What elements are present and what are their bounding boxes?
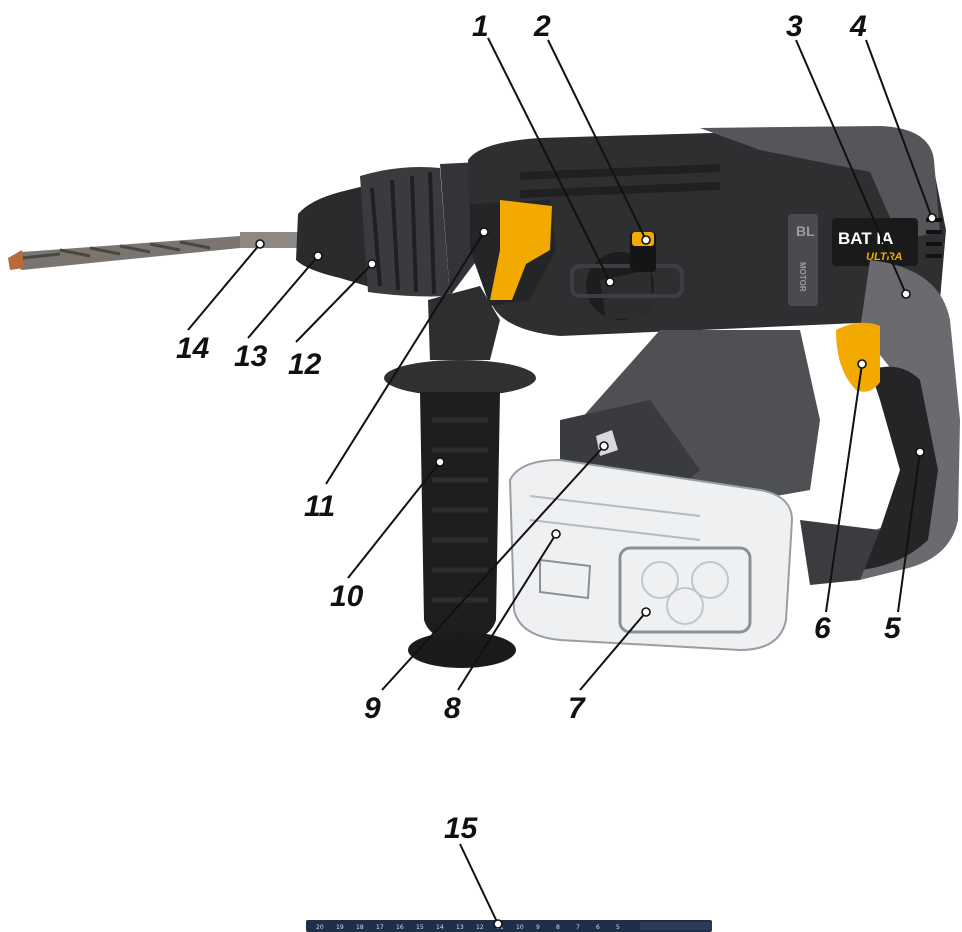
callout-5: 5 xyxy=(884,612,902,645)
callout-11: 11 xyxy=(304,490,335,523)
dot-8 xyxy=(551,529,561,539)
gauge-tick-17: 17 xyxy=(376,924,384,931)
callout-10: 10 xyxy=(330,580,364,613)
dot-4 xyxy=(927,213,937,223)
callout-4: 4 xyxy=(849,10,867,43)
housing xyxy=(468,126,960,580)
motor-label: MOTOR xyxy=(798,262,807,292)
callout-15: 15 xyxy=(444,812,479,845)
callout-1: 1 xyxy=(472,10,489,43)
dot-2 xyxy=(641,235,651,245)
dot-6 xyxy=(857,359,867,369)
leader-7 xyxy=(579,611,647,691)
dot-14 xyxy=(255,239,265,249)
callout-8: 8 xyxy=(444,692,461,725)
dot-12 xyxy=(367,259,377,269)
rear-handle xyxy=(800,322,938,585)
leader-9 xyxy=(381,445,605,691)
leader-5 xyxy=(897,451,921,613)
dot-3 xyxy=(901,289,911,299)
callout-7: 7 xyxy=(568,692,586,725)
drill-bit xyxy=(8,232,304,270)
gauge-tick-7: 7 xyxy=(576,924,580,931)
gauge-tick-5: 5 xyxy=(616,924,620,931)
callout-2: 2 xyxy=(533,10,551,43)
chuck xyxy=(296,162,492,297)
leader-11 xyxy=(325,231,485,485)
leader-4 xyxy=(865,39,933,219)
gauge-tick-14: 14 xyxy=(436,924,444,931)
dot-9 xyxy=(599,441,609,451)
leader-10 xyxy=(347,461,441,579)
callout-dots xyxy=(255,213,937,929)
callout-12: 12 xyxy=(288,348,322,381)
callout-3: 3 xyxy=(786,10,803,43)
leader-2 xyxy=(547,39,647,241)
dot-1 xyxy=(605,277,615,287)
dot-11 xyxy=(479,227,489,237)
gauge-tick-10: 10 xyxy=(516,924,524,931)
leader-8 xyxy=(457,533,557,691)
battery-pack xyxy=(508,458,794,652)
leader-14 xyxy=(187,243,261,331)
gauge-tick-15: 15 xyxy=(416,924,424,931)
callout-numbers: 1 2 3 4 5 6 7 8 9 10 11 12 13 14 15 xyxy=(176,10,902,845)
gauge-tick-16: 16 xyxy=(396,924,404,931)
dot-13 xyxy=(313,251,323,261)
leader-13 xyxy=(247,255,319,339)
leader-lines xyxy=(187,37,933,925)
dot-15 xyxy=(493,919,503,929)
leader-1 xyxy=(487,37,611,283)
dot-10 xyxy=(435,457,445,467)
callout-14: 14 xyxy=(176,332,210,365)
callout-9: 9 xyxy=(364,692,381,725)
gauge-tick-9: 9 xyxy=(536,924,540,931)
depth-gauge xyxy=(306,920,712,932)
leader-6 xyxy=(825,363,863,613)
callout-13: 13 xyxy=(234,340,268,373)
gauge-tick-19: 19 xyxy=(336,924,344,931)
gauge-tick-20: 20 xyxy=(316,924,324,931)
leader-15 xyxy=(459,843,499,925)
gauge-tick-18: 18 xyxy=(356,924,364,931)
leader-3 xyxy=(795,39,907,295)
callout-6: 6 xyxy=(814,612,831,645)
brand-sub: ULTRA xyxy=(866,251,903,263)
gauge-tick-6: 6 xyxy=(596,924,600,931)
dot-5 xyxy=(915,447,925,457)
bl-label: BL xyxy=(796,223,815,239)
dot-7 xyxy=(641,607,651,617)
gauge-tick-12: 12 xyxy=(476,924,484,931)
leader-12 xyxy=(295,263,373,343)
gauge-tick-8: 8 xyxy=(556,924,560,931)
gauge-tick-13: 13 xyxy=(456,924,464,931)
